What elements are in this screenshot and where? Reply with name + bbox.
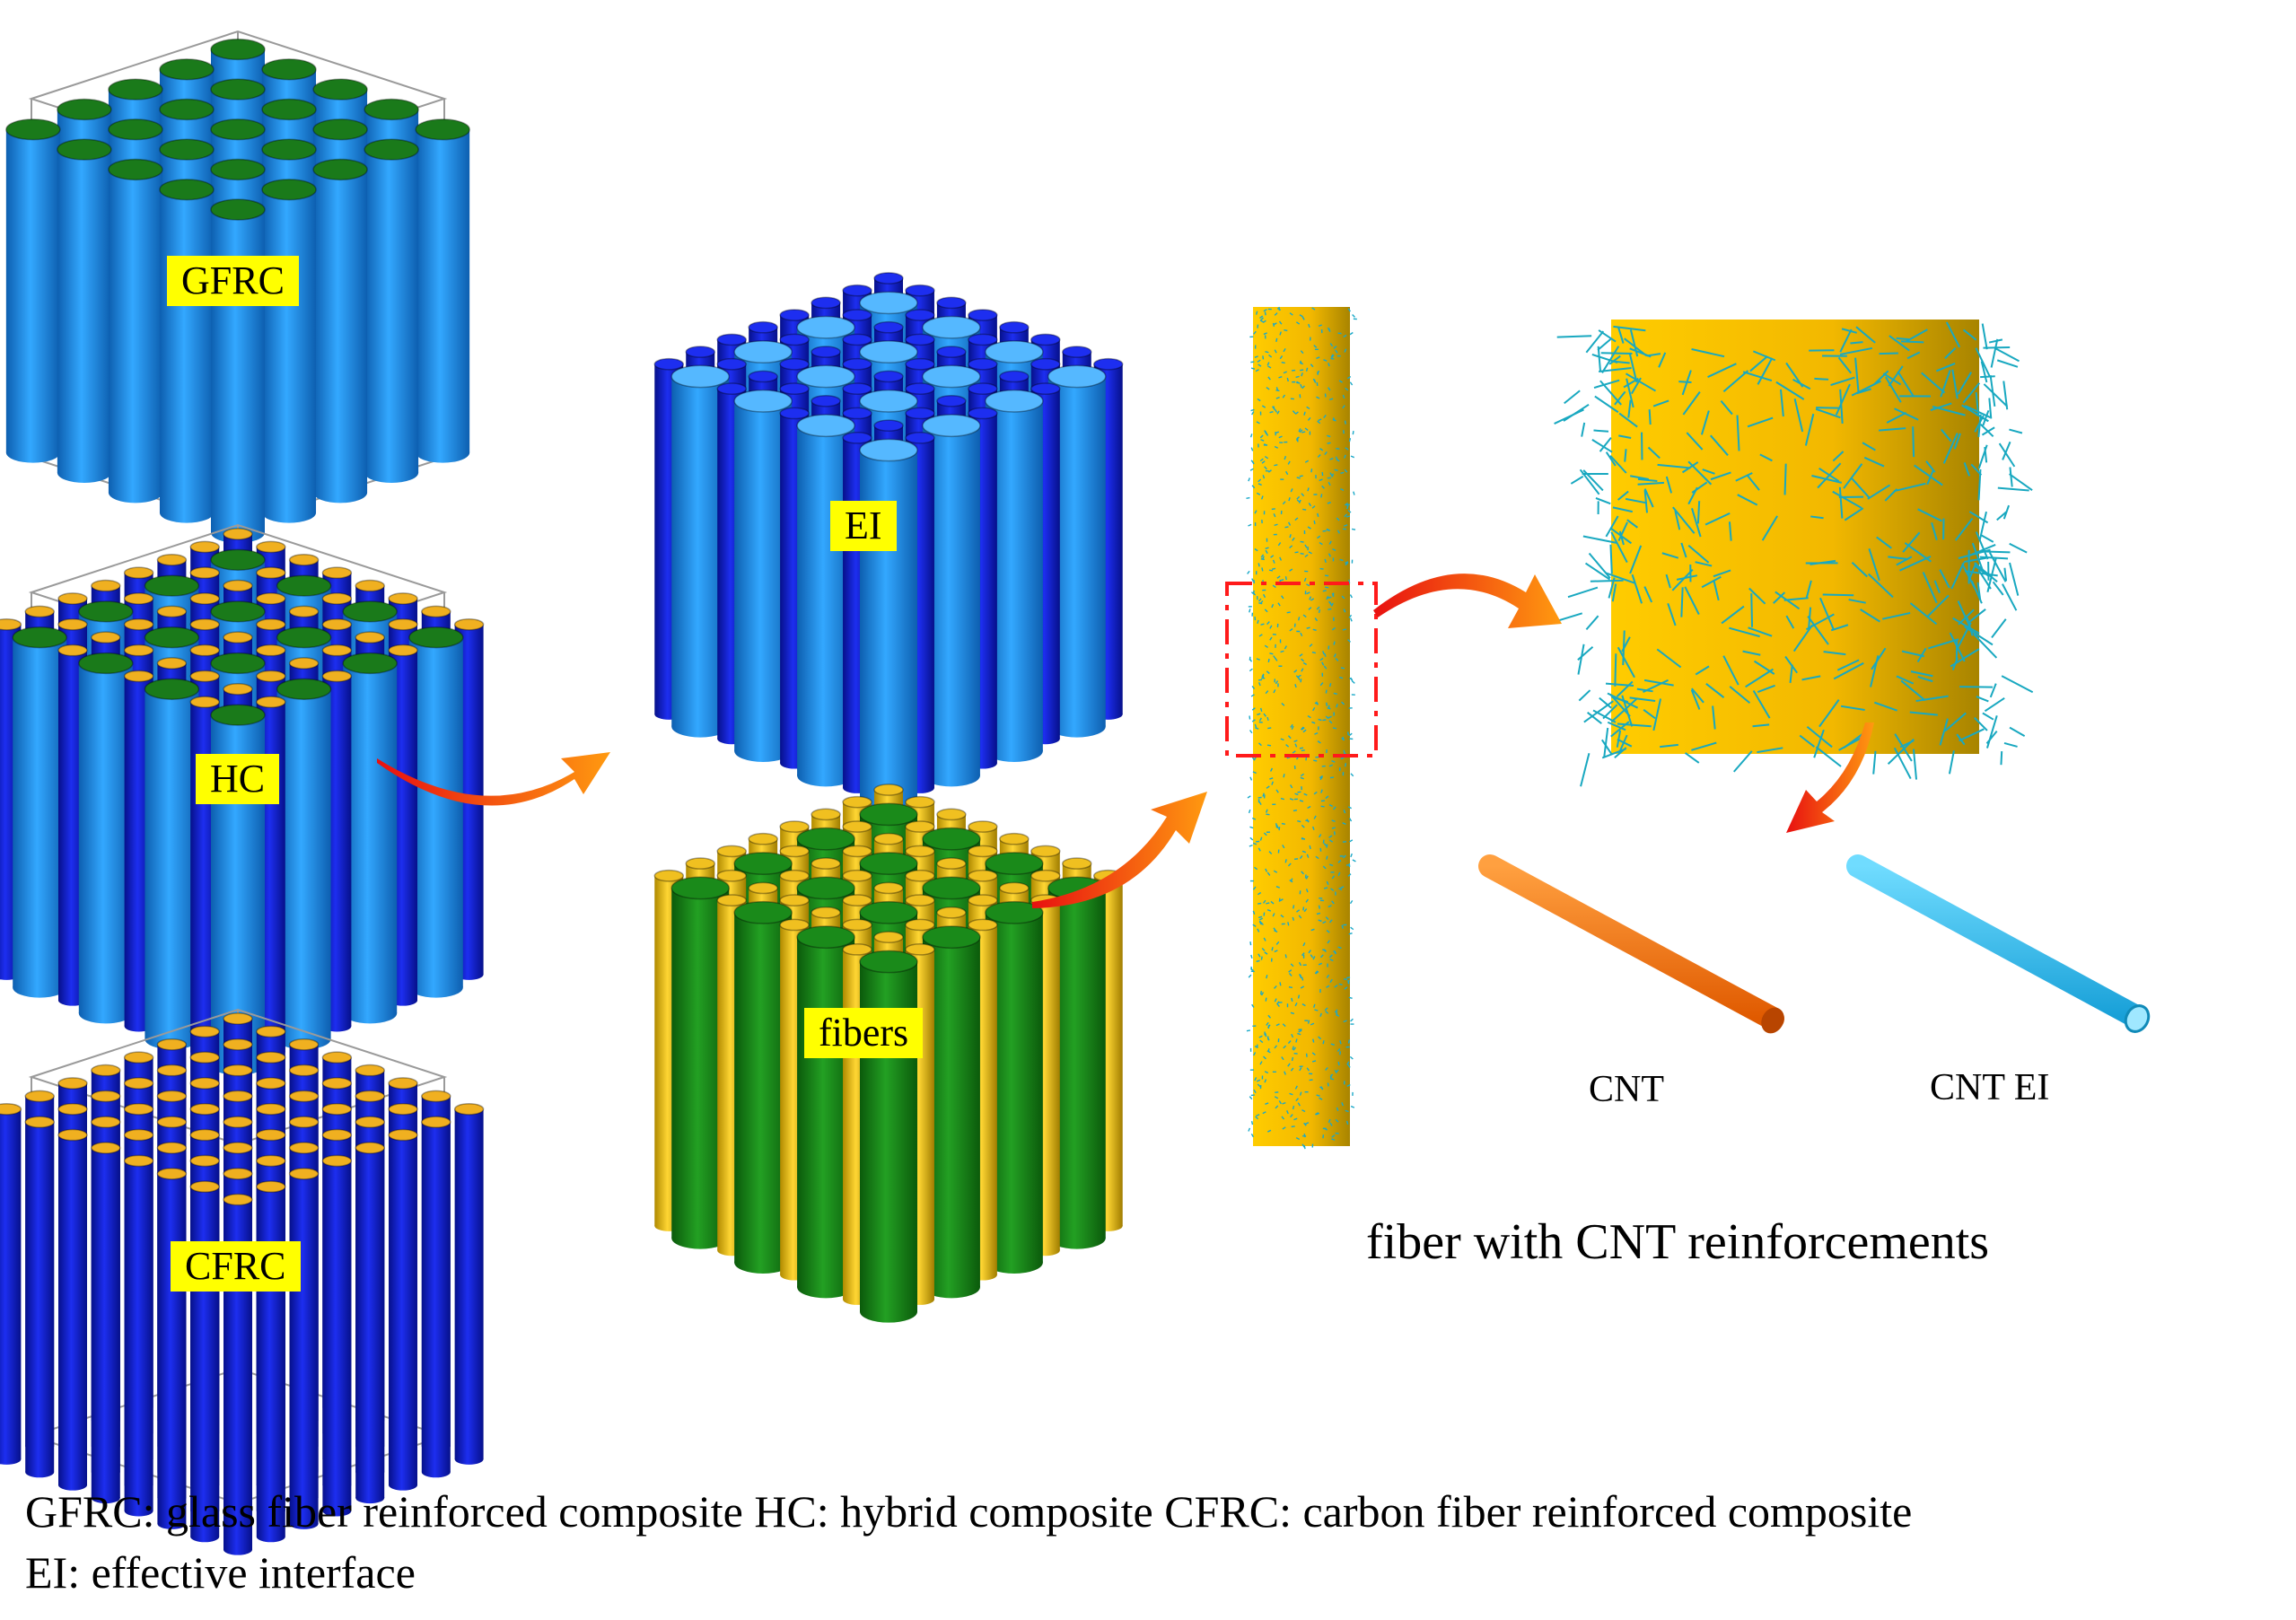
glass-fiber <box>408 626 464 998</box>
glass-fiber <box>415 118 470 463</box>
ei-cylinders <box>653 272 1124 811</box>
glass-fiber <box>859 950 918 1323</box>
cnt-rod <box>1478 854 1784 1034</box>
glass-fiber <box>5 118 61 463</box>
carbon-fiber <box>0 1102 22 1465</box>
cfrc-cube <box>0 1008 485 1555</box>
carbon-fiber <box>355 1142 385 1504</box>
arrow-to-cnt <box>1786 722 1874 833</box>
carbon-fiber <box>57 1128 88 1491</box>
glass-fiber <box>108 158 163 504</box>
glass-fiber <box>261 179 317 523</box>
legend-line-1: GFRC: glass fiber reinforced composite H… <box>25 1486 1913 1537</box>
cfrc-label: CFRC <box>171 1241 301 1292</box>
gfrc-label: GFRC <box>167 256 299 306</box>
ei-label: EI <box>830 501 897 551</box>
arrow-fibers-to-fiber <box>1032 792 1207 908</box>
carbon-fiber <box>24 1116 55 1478</box>
carbon-fiber <box>156 1167 188 1529</box>
carbon-fiber <box>421 1116 451 1478</box>
carbon-fiber <box>453 1102 485 1465</box>
glass-fiber <box>78 652 134 1024</box>
cnt-ei-caption: CNT EI <box>1930 1067 2050 1108</box>
zoomed-fiber-section <box>1550 320 2034 787</box>
fiber-with-cnt-caption: fiber with CNT reinforcements <box>1366 1214 1990 1270</box>
glass-fiber <box>342 652 398 1024</box>
glass-fiber <box>312 158 368 504</box>
zoom-selection-box <box>1225 582 1378 757</box>
carbon-fiber <box>91 1142 121 1504</box>
hc-cube <box>0 523 485 1075</box>
fibers-label: fibers <box>804 1008 924 1058</box>
glass-fiber <box>210 198 266 543</box>
arrow-zoom <box>1373 574 1562 628</box>
carbon-fiber <box>321 1154 353 1517</box>
hc-label: HC <box>196 754 280 804</box>
glass-fiber <box>364 138 419 483</box>
glass-fiber <box>144 678 200 1050</box>
cnt-ei-rod <box>1846 854 2151 1033</box>
arrow-hc-to-ei <box>377 752 610 806</box>
single-fiber <box>1246 306 1357 1150</box>
carbon-fiber <box>388 1128 418 1491</box>
legend-line-2: EI: effective interface <box>25 1547 416 1598</box>
glass-fiber <box>12 626 67 998</box>
glass-fiber <box>159 179 215 523</box>
glass-fiber <box>276 678 332 1050</box>
cnt-caption: CNT <box>1589 1069 1664 1110</box>
carbon-fiber <box>123 1154 154 1517</box>
glass-fiber <box>57 138 112 483</box>
carbon-fiber <box>288 1167 320 1529</box>
glass-fiber-interface <box>859 438 918 811</box>
